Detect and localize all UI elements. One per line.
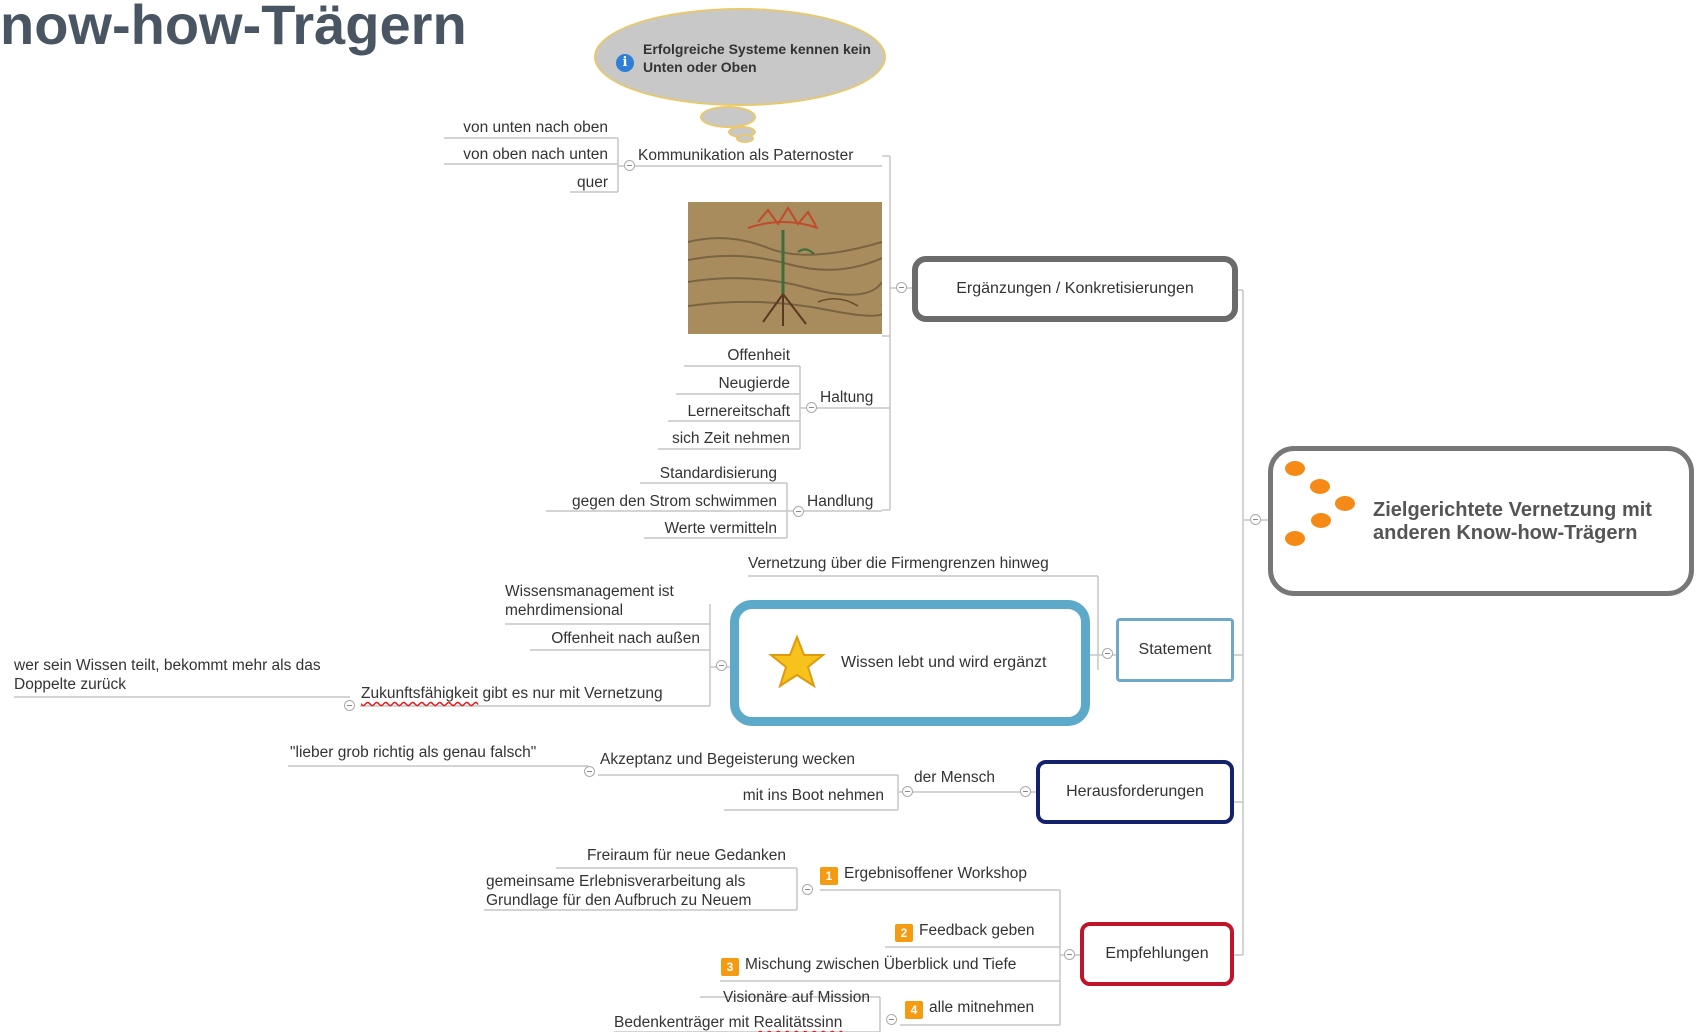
topic-wissen[interactable]: Wissen lebt und wird ergänzt [730, 600, 1090, 726]
spellcheck-word: Realitätssinn [753, 1014, 843, 1031]
collapse-toggle[interactable] [902, 786, 913, 797]
collapse-toggle[interactable] [886, 1014, 897, 1025]
page-title: now-how-Trägern [0, 0, 467, 56]
lieber-grob-label[interactable]: "lieber grob richtig als genau falsch" [290, 744, 537, 761]
handlung-child[interactable]: Werte vermitteln [664, 520, 777, 537]
empfehlung-item-3[interactable]: 3 Mischung zwischen Überblick und Tiefe [721, 955, 1016, 976]
topic-ergaenzungen[interactable]: Ergänzungen / Konkretisierungen [912, 256, 1238, 322]
collapse-toggle[interactable] [806, 402, 817, 413]
topic-ergaenzungen-label: Ergänzungen / Konkretisierungen [956, 280, 1194, 297]
zukunft-rest: gibt es nur mit Vernetzung [478, 685, 663, 702]
collapse-toggle[interactable] [1102, 648, 1113, 659]
collapse-toggle[interactable] [716, 660, 727, 671]
offenheit-nach-aussen-label[interactable]: Offenheit nach außen [551, 630, 700, 647]
kommunikation-child[interactable]: quer [576, 174, 608, 191]
empfehlung-label: Feedback geben [919, 922, 1035, 939]
collapse-toggle[interactable] [802, 884, 813, 895]
topic-statement-label: Statement [1138, 641, 1212, 658]
handlung-label[interactable]: Handlung [807, 493, 874, 510]
collapse-toggle[interactable] [584, 766, 595, 777]
sketch-drawing [688, 202, 882, 334]
vernetzung-label[interactable]: Vernetzung über die Firmengrenzen hinweg [748, 555, 1049, 572]
orange-dot-icon [1285, 531, 1305, 546]
kommunikation-label[interactable]: Kommunikation als Paternoster [638, 147, 854, 164]
haltung-label[interactable]: Haltung [820, 389, 874, 406]
root-label: Zielgerichtete Vernetzung mit anderen Kn… [1373, 499, 1652, 544]
orange-dot-icon [1335, 496, 1355, 511]
bedenken-text: Bedenkenträger mit [614, 1014, 754, 1031]
handlung-child[interactable]: Standardisierung [659, 465, 777, 482]
callout-cloud[interactable]: i Erfolgreiche Systeme kennen kein Unten… [594, 8, 886, 106]
wer-sein-wissen-label[interactable]: wer sein Wissen teilt, bekommt mehr als … [14, 657, 321, 693]
handlung-child[interactable]: gegen den Strom schwimmen [571, 493, 777, 510]
kommunikation-child[interactable]: von unten nach oben [463, 119, 608, 136]
topic-empfehlungen-label: Empfehlungen [1105, 945, 1209, 962]
orange-dot-icon [1310, 479, 1330, 494]
topic-empfehlungen[interactable]: Empfehlungen [1080, 922, 1234, 986]
collapse-toggle[interactable] [344, 700, 355, 711]
empfehlung-item-2[interactable]: 2 Feedback geben [895, 921, 1034, 942]
wissensmanagement-label[interactable]: Wissensmanagement ist mehrdimensional [505, 583, 674, 619]
empfehlung-label: Ergebnisoffener Workshop [844, 865, 1027, 882]
orange-dot-icon [1311, 513, 1331, 528]
collapse-toggle[interactable] [1064, 949, 1075, 960]
workshop-child[interactable]: gemeinsame Erlebnisverarbeitung als Grun… [486, 873, 752, 909]
cloud-puff [736, 134, 754, 143]
haltung-child[interactable]: Neugierde [718, 375, 790, 392]
collapse-toggle[interactable] [793, 506, 804, 517]
boot-label[interactable]: mit ins Boot nehmen [742, 787, 884, 804]
workshop-child[interactable]: Freiraum für neue Gedanken [586, 847, 786, 864]
empfehlung-label: alle mitnehmen [929, 999, 1035, 1016]
collapse-toggle[interactable] [1020, 786, 1031, 797]
haltung-child[interactable]: Offenheit [727, 347, 790, 364]
root-topic[interactable]: Zielgerichtete Vernetzung mit anderen Kn… [1268, 446, 1694, 596]
akzeptanz-label[interactable]: Akzeptanz und Begeisterung wecken [600, 751, 856, 768]
priority-4-icon: 4 [905, 1001, 923, 1019]
mitnehmen-child[interactable]: Visionäre auf Mission [722, 989, 870, 1006]
kommunikation-child[interactable]: von oben nach unten [463, 146, 608, 163]
topic-wissen-label: Wissen lebt und wird ergänzt [841, 654, 1047, 671]
haltung-child[interactable]: Lernereitschaft [687, 403, 790, 420]
haltung-child[interactable]: sich Zeit nehmen [671, 430, 790, 447]
priority-3-icon: 3 [721, 958, 739, 976]
collapse-toggle[interactable] [1250, 514, 1261, 525]
star-icon [768, 634, 826, 689]
spellcheck-word: Zukunftsfähigkeit [361, 685, 479, 702]
empfehlung-item-4[interactable]: 4 alle mitnehmen [905, 998, 1034, 1019]
zukunft-label[interactable]: Zukunftsfähigkeit gibt es nur mit Vernet… [361, 684, 663, 703]
orange-dot-icon [1285, 461, 1305, 476]
mitnehmen-child[interactable]: Bedenkenträger mit Realitätssinn [614, 1013, 842, 1032]
topic-herausforderungen-label: Herausforderungen [1066, 783, 1204, 800]
empfehlung-label: Mischung zwischen Überblick und Tiefe [745, 956, 1017, 973]
callout-text: Erfolgreiche Systeme kennen kein Unten o… [643, 41, 871, 75]
empfehlung-item-1[interactable]: 1 Ergebnisoffener Workshop [820, 864, 1027, 885]
priority-2-icon: 2 [895, 924, 913, 942]
cloud-puff [700, 106, 756, 128]
topic-statement[interactable]: Statement [1116, 618, 1234, 682]
info-icon: i [616, 54, 634, 72]
collapse-toggle[interactable] [896, 282, 907, 293]
topic-herausforderungen[interactable]: Herausforderungen [1036, 760, 1234, 824]
der-mensch-label[interactable]: der Mensch [914, 769, 995, 786]
sketch-image[interactable] [688, 202, 882, 334]
priority-1-icon: 1 [820, 867, 838, 885]
collapse-toggle[interactable] [624, 160, 635, 171]
